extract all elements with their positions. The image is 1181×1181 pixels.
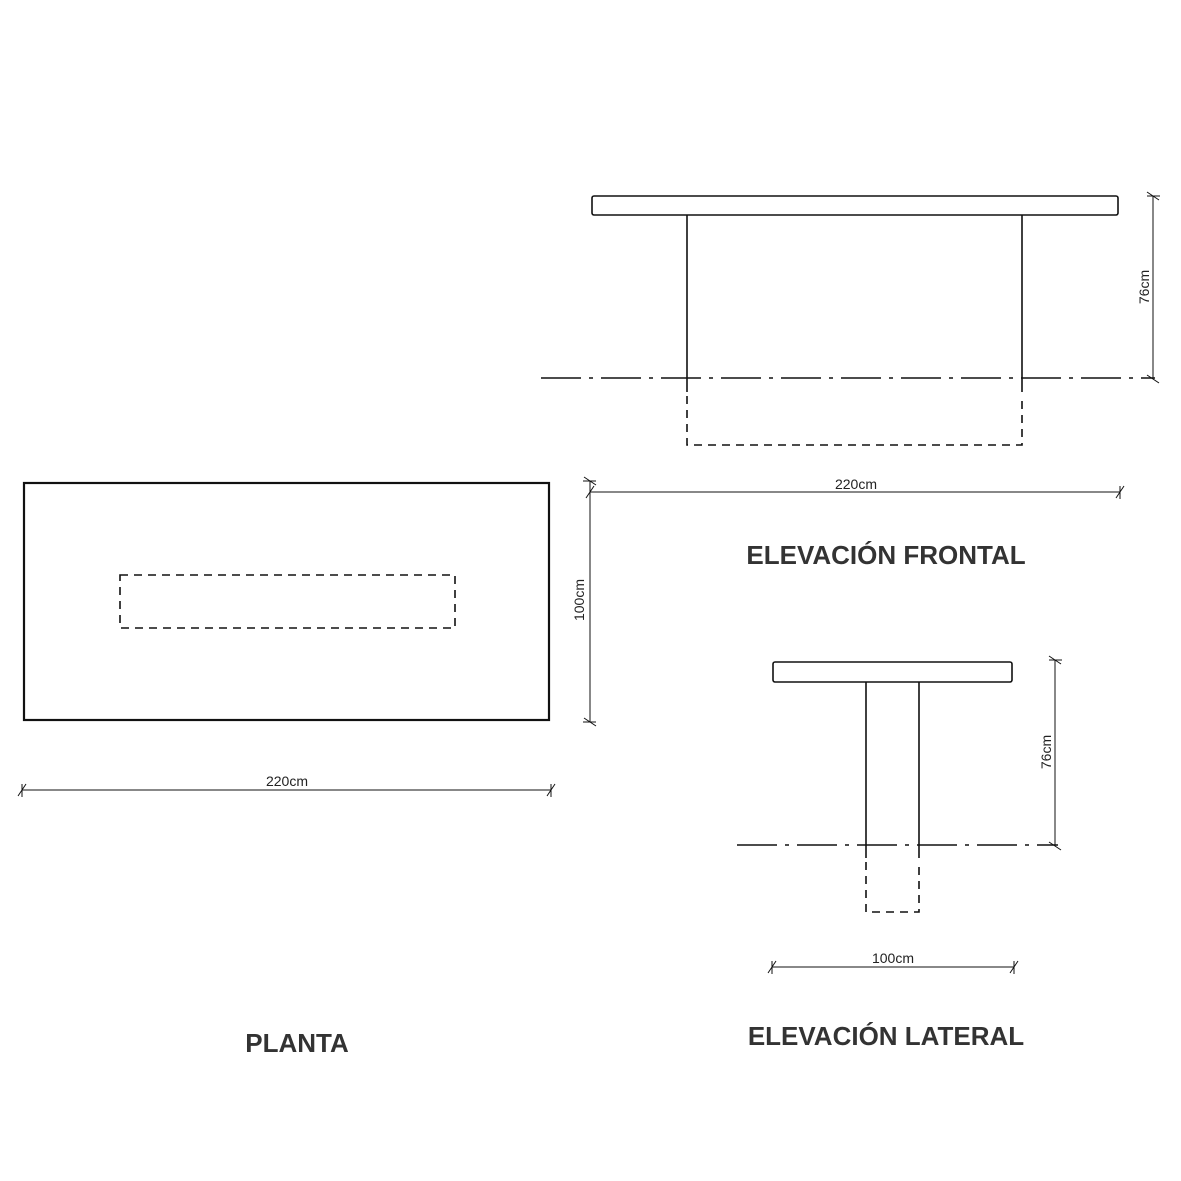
plan-tabletop-outline	[22, 481, 551, 722]
side-height-dimension: 76cm	[1038, 655, 1062, 851]
front-height-label: 76cm	[1136, 270, 1152, 304]
front-height-dimension: 76cm	[1136, 191, 1160, 384]
front-elevation-view: 76cm 220cm ELEVACIÓN FRONTAL	[541, 191, 1160, 570]
front-elevation-title: ELEVACIÓN FRONTAL	[746, 540, 1025, 570]
plan-width-dimension: 220cm	[17, 773, 556, 797]
side-width-dimension: 100cm	[767, 950, 1019, 974]
plan-view: 220cm 100cm PLANTA	[17, 476, 597, 1058]
side-elevation-view: 76cm 100cm ELEVACIÓN LATERAL	[737, 655, 1062, 1051]
side-height-label: 76cm	[1038, 735, 1054, 769]
plan-hidden-base-outline	[119, 574, 456, 629]
plan-width-label: 220cm	[266, 773, 308, 789]
plan-depth-dimension: 100cm	[571, 476, 597, 727]
front-hidden-base	[686, 396, 1023, 446]
front-width-dimension: 220cm	[585, 476, 1125, 499]
front-tabletop	[591, 195, 1119, 216]
plan-title: PLANTA	[245, 1028, 349, 1058]
side-hidden-base	[865, 862, 920, 913]
side-elevation-title: ELEVACIÓN LATERAL	[748, 1021, 1024, 1051]
plan-depth-label: 100cm	[571, 579, 587, 621]
side-tabletop	[772, 661, 1013, 683]
front-width-label: 220cm	[835, 476, 877, 492]
side-width-label: 100cm	[872, 950, 914, 966]
